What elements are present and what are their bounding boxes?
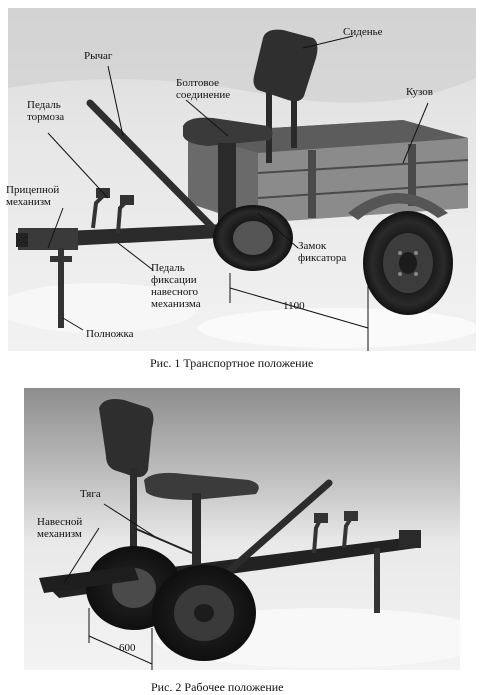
label-body: Кузов xyxy=(406,86,433,98)
dimension-600: 600 xyxy=(119,642,136,654)
figure1-photo xyxy=(8,8,476,351)
dimension-1100: 1100 xyxy=(283,300,305,312)
label-lock: Замок фиксатора xyxy=(298,240,347,264)
label-mount: Навесной механизм xyxy=(37,516,83,540)
label-stand: Полножка xyxy=(86,328,134,340)
figure1-caption: Рис. 1 Транспортное положение xyxy=(150,356,314,370)
figure2-photo xyxy=(24,388,460,670)
label-rod: Тяга xyxy=(80,488,101,500)
label-fix-pedal: Педаль фиксации навесного механизма xyxy=(151,262,201,310)
figure2-caption: Рис. 2 Рабочее положение xyxy=(151,680,284,694)
figure2-illustration xyxy=(24,388,460,670)
label-seat: Сиденье xyxy=(343,26,383,38)
label-brake-pedal: Педаль тормоза xyxy=(27,99,65,123)
label-lever: Рычаг xyxy=(84,50,113,62)
label-bolt-joint: Болтовое соединение xyxy=(176,77,231,101)
figure1-illustration xyxy=(8,8,476,351)
label-hitch: Прицепной механизм xyxy=(6,184,60,208)
